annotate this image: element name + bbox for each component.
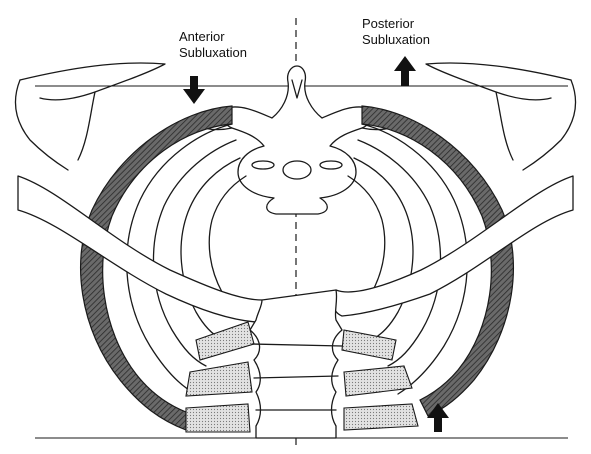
right-rib-cage: [341, 105, 515, 431]
posterior-label-line1: Posterior: [362, 16, 415, 31]
left-rib-cage: [79, 105, 255, 433]
right-outer-rib-shaded: [361, 105, 515, 417]
sternum: [249, 289, 343, 439]
vertebra: [185, 65, 409, 215]
anterior-subluxation-label: Anterior Subluxation: [179, 29, 247, 61]
anterior-label-line1: Anterior: [179, 29, 225, 44]
arrow-down-icon: [183, 76, 205, 104]
posterior-subluxation-label: Posterior Subluxation: [362, 16, 430, 48]
arrow-up-icon: [394, 56, 416, 86]
lower-arrow-up-icon: [427, 403, 449, 432]
posterior-label-line2: Subluxation: [362, 32, 430, 47]
right-scapula: [425, 62, 577, 171]
left-scapula: [14, 62, 166, 171]
anterior-label-line2: Subluxation: [179, 45, 247, 60]
